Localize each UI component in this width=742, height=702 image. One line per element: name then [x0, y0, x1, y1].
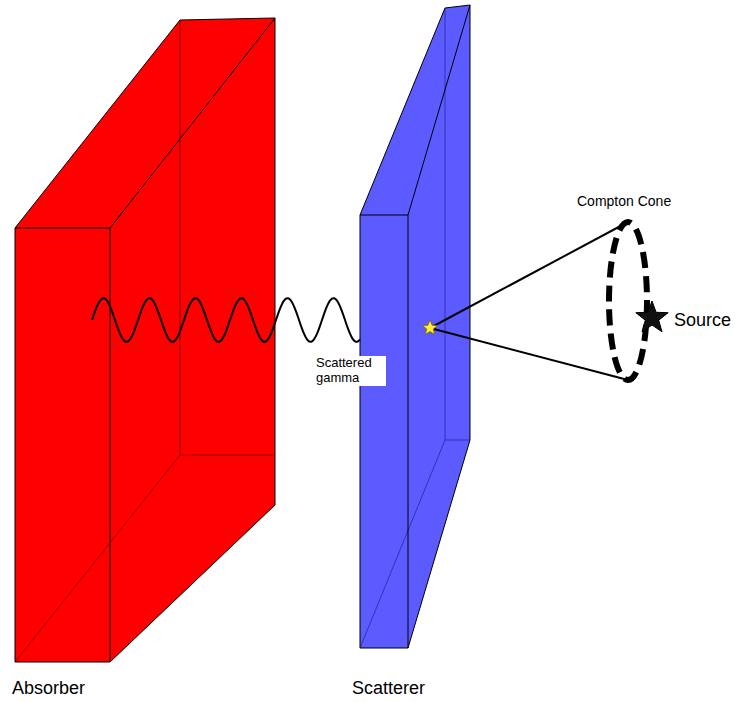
source-star: [636, 301, 668, 332]
absorber-slab: [15, 18, 275, 662]
gamma-wave: [92, 298, 360, 341]
compton-cone: [430, 222, 647, 380]
part-label: Scatterer: [352, 678, 425, 699]
interaction-star: [422, 320, 437, 335]
cone-label: Compton Cone: [577, 193, 671, 209]
part-label: Absorber: [12, 678, 85, 699]
wave-label: Scattered gamma: [316, 356, 386, 386]
scatterer-slab: [360, 5, 470, 648]
source-label: Source: [674, 310, 731, 331]
